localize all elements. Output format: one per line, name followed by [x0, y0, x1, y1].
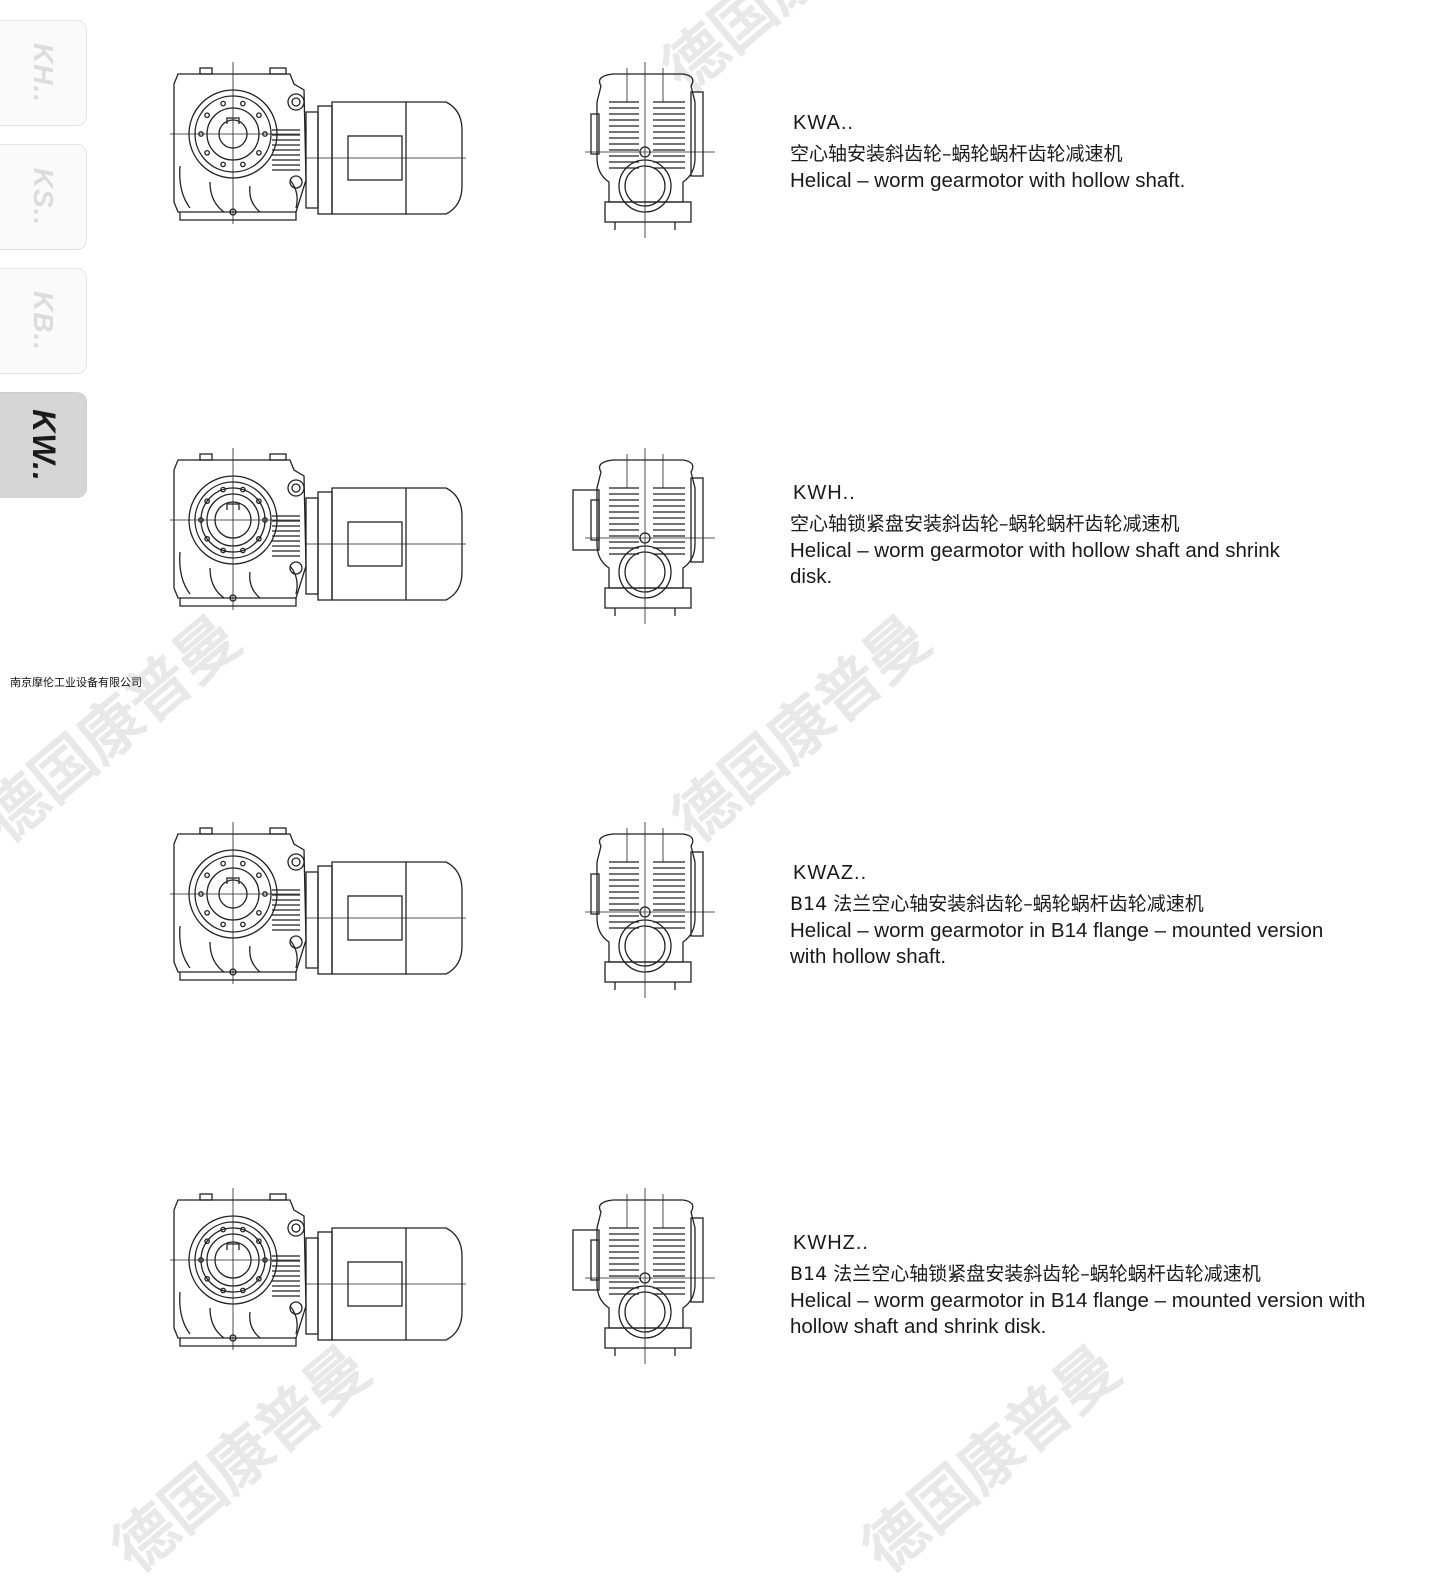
watermark: 德国康普曼 [848, 1331, 1134, 1587]
side-tab-kw[interactable]: KW.. [0, 392, 87, 498]
front-view-drawing-kwaz [565, 822, 725, 1002]
product-description-kwaz: KWAZ.. B14 法兰空心轴安装斜齿轮–蜗轮蜗杆齿轮减速机 Helical … [790, 862, 1350, 970]
product-description-kwhz: KWHZ.. B14 法兰空心轴锁紧盘安装斜齿轮–蜗轮蜗杆齿轮减速机 Helic… [790, 1232, 1420, 1340]
side-view-drawing-kwhz [150, 1188, 480, 1368]
product-description-kwa: KWA.. 空心轴安装斜齿轮–蜗轮蜗杆齿轮减速机 Helical – worm … [790, 112, 1410, 194]
product-code: KWAZ.. [793, 862, 868, 884]
side-tab-kh[interactable]: KH.. [0, 20, 87, 126]
product-description-kwh: KWH.. 空心轴锁紧盘安装斜齿轮–蜗轮蜗杆齿轮减速机 Helical – wo… [790, 482, 1310, 590]
product-code: KWH.. [793, 482, 856, 504]
product-name-en: Helical – worm gearmotor in B14 flange –… [790, 1289, 1366, 1338]
product-name-en: Helical – worm gearmotor in B14 flange –… [790, 919, 1324, 968]
company-name: 南京摩伦工业设备有限公司 [10, 676, 142, 689]
side-view-drawing-kwa [150, 62, 480, 242]
front-view-drawing-kwhz [565, 1188, 725, 1368]
side-tab-label: KS.. [28, 167, 59, 227]
product-code: KWA.. [793, 112, 854, 134]
side-tab-kb[interactable]: KB.. [0, 268, 87, 374]
front-view-drawing-kwh [565, 448, 725, 628]
watermark: 德国康普曼 [658, 601, 944, 857]
product-name-en: Helical – worm gearmotor with hollow sha… [790, 169, 1186, 192]
side-tab-label: KB.. [28, 291, 59, 351]
side-tab-label: KW.. [25, 408, 62, 482]
product-name-en: Helical – worm gearmotor with hollow sha… [790, 539, 1280, 588]
product-code: KWHZ.. [793, 1232, 869, 1254]
side-tab-ks[interactable]: KS.. [0, 144, 87, 250]
product-name-cn: B14 法兰空心轴安装斜齿轮–蜗轮蜗杆齿轮减速机 [790, 893, 1204, 915]
product-name-cn: 空心轴安装斜齿轮–蜗轮蜗杆齿轮减速机 [790, 143, 1123, 165]
product-name-cn: B14 法兰空心轴锁紧盘安装斜齿轮–蜗轮蜗杆齿轮减速机 [790, 1263, 1261, 1285]
product-name-cn: 空心轴锁紧盘安装斜齿轮–蜗轮蜗杆齿轮减速机 [790, 513, 1180, 535]
front-view-drawing-kwa [565, 62, 725, 242]
watermark: 德国康普曼 [0, 601, 254, 857]
side-view-drawing-kwh [150, 448, 480, 628]
side-view-drawing-kwaz [150, 822, 480, 1002]
side-tab-label: KH.. [28, 43, 59, 103]
